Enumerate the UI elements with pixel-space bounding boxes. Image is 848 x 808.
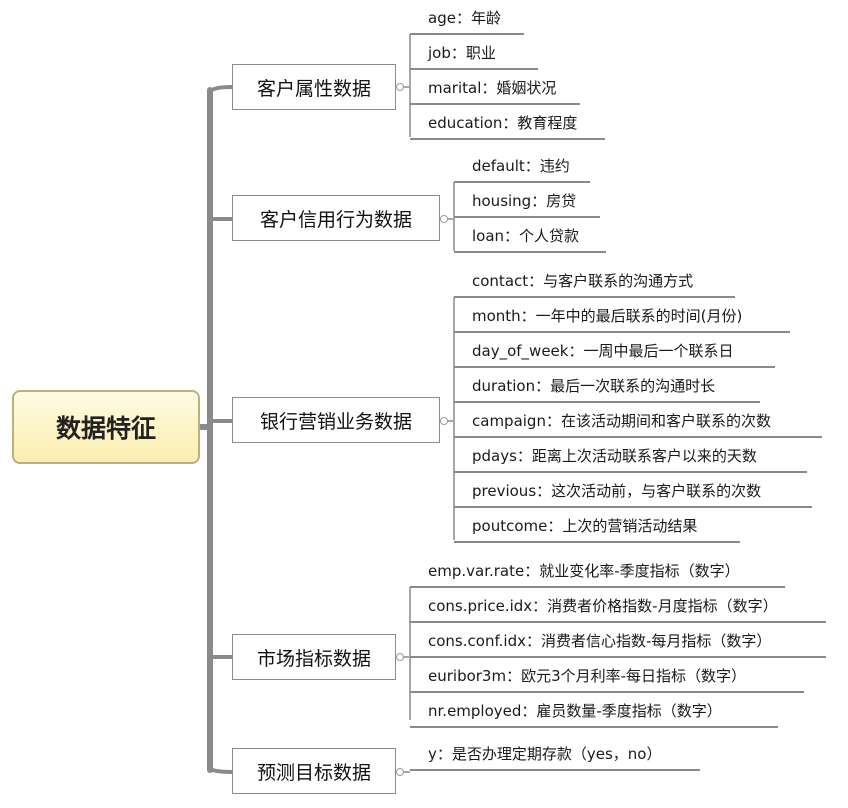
leaf-node[interactable]: education：教育程度 (428, 114, 578, 132)
category-credit-behavior[interactable]: 客户信用行为数据 (232, 195, 440, 241)
category-label: 预测目标数据 (256, 761, 371, 784)
category-label: 银行营销业务数据 (259, 410, 412, 433)
leaf-node[interactable]: loan：个人贷款 (472, 227, 580, 245)
category-label: 市场指标数据 (256, 647, 371, 670)
leaf-node[interactable]: age：年龄 (428, 9, 501, 27)
leaf-node[interactable]: y：是否办理定期存款（yes，no） (428, 745, 662, 763)
spine-to-cat-5 (208, 766, 233, 774)
group1-underlines (410, 33, 605, 140)
leaf-node[interactable]: campaign：在该活动期间和客户联系的次数 (472, 412, 771, 430)
leaf-node[interactable]: marital：婚姻状况 (428, 79, 557, 97)
collapse-toggle-icon[interactable] (396, 653, 404, 661)
category-bank-marketing[interactable]: 银行营销业务数据 (232, 397, 440, 443)
leaf-node[interactable]: housing：房贷 (472, 192, 577, 210)
collapse-toggle-icon[interactable] (440, 215, 448, 223)
leaf-node[interactable]: euribor3m：欧元3个月利率-每日指标（数字） (428, 667, 747, 685)
category-prediction-target[interactable]: 预测目标数据 (232, 748, 396, 794)
leaf-node[interactable]: nr.employed：雇员数量-季度指标（数字） (428, 702, 722, 720)
category-customer-attributes[interactable]: 客户属性数据 (232, 64, 396, 110)
group3-underlines (454, 296, 822, 543)
spine-to-cat-1 (208, 85, 233, 94)
category-label: 客户属性数据 (256, 77, 371, 100)
leaf-node[interactable]: pdays：距离上次活动联系客户以来的天数 (472, 447, 757, 465)
leaf-node[interactable]: month：一年中的最后联系的时间(月份) (472, 307, 743, 325)
collapse-toggle-icon[interactable] (396, 83, 404, 91)
group2-underlines (454, 181, 606, 253)
collapse-toggle-icon[interactable] (440, 417, 448, 425)
leaf-node[interactable]: cons.conf.idx：消费者信心指数-每月指标（数字） (428, 632, 772, 650)
leaf-node[interactable]: poutcome：上次的营销活动结果 (472, 517, 698, 535)
leaf-node[interactable]: cons.price.idx：消费者价格指数-月度指标（数字） (428, 597, 778, 615)
root-node[interactable]: 数据特征 (12, 390, 200, 464)
group4-underlines (410, 586, 826, 728)
leaf-node[interactable]: duration：最后一次联系的沟通时长 (472, 377, 716, 395)
leaf-node[interactable]: day_of_week：一周中最后一个联系日 (472, 342, 734, 360)
leaf-node[interactable]: contact：与客户联系的沟通方式 (472, 272, 694, 290)
leaf-node[interactable]: previous：这次活动前，与客户联系的次数 (472, 482, 762, 500)
leaf-node[interactable]: default：违约 (472, 157, 570, 175)
root-label: 数据特征 (55, 414, 156, 443)
leaf-node[interactable]: emp.var.rate：就业变化率-季度指标（数字） (428, 562, 740, 580)
leaf-node[interactable]: job：职业 (428, 44, 496, 62)
collapse-toggle-icon[interactable] (396, 768, 404, 776)
category-label: 客户信用行为数据 (259, 208, 412, 231)
category-market-indicators[interactable]: 市场指标数据 (232, 634, 396, 680)
